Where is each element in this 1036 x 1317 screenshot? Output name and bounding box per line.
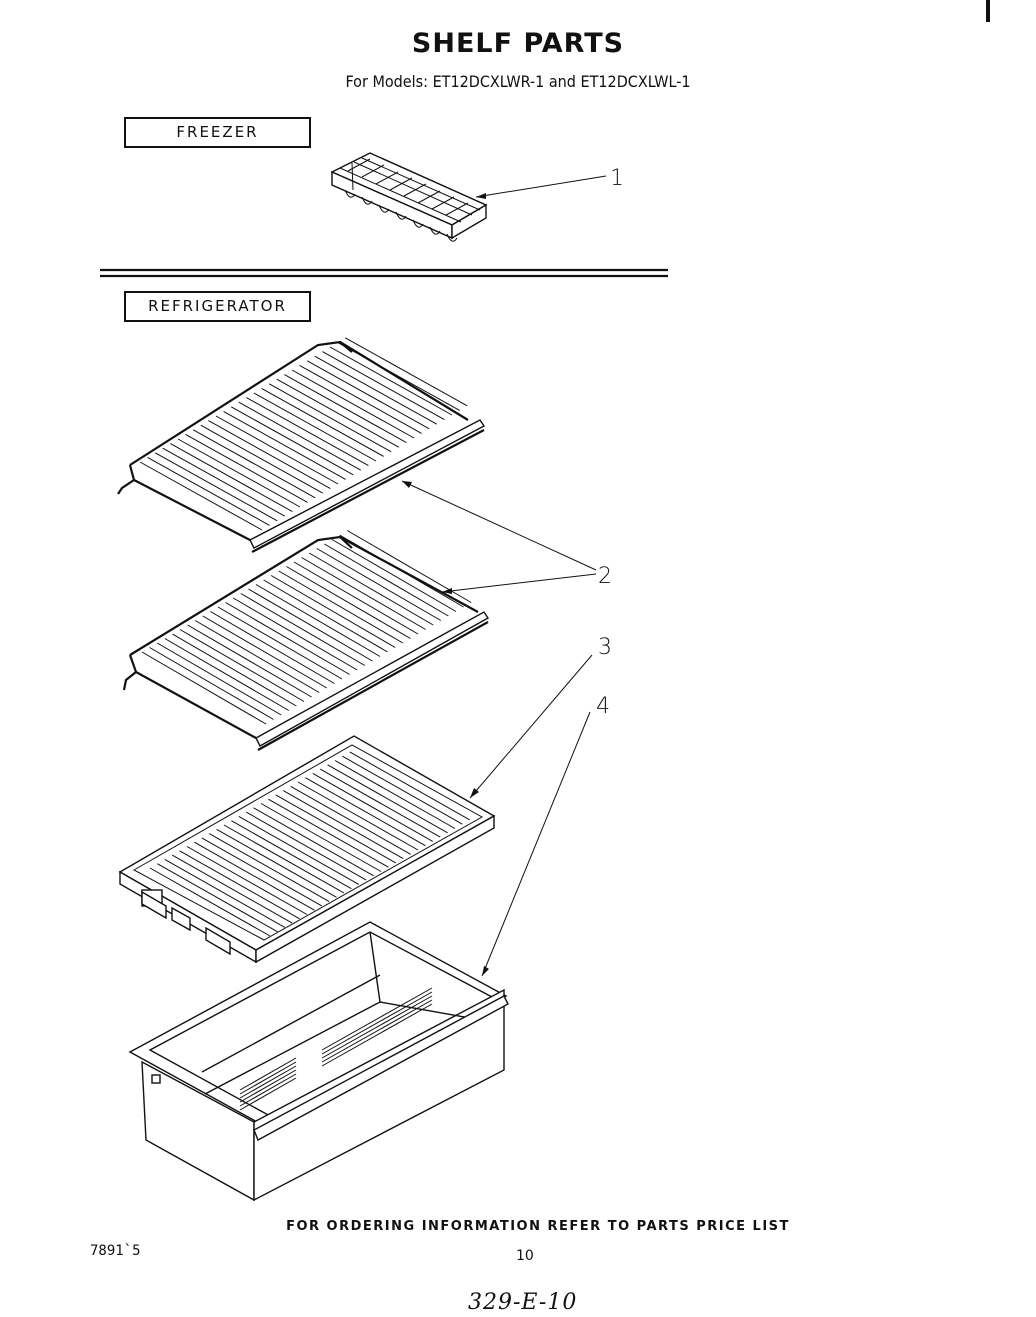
crisper-pan-part (128, 711, 591, 1202)
models-subtitle: For Models: ET12DCXLWR-1 and ET12DCXLWL-… (345, 72, 691, 91)
wire-shelf-upper (117, 337, 597, 571)
handwritten-note: 329-E-10 (468, 1290, 578, 1315)
page-number: 10 (516, 1248, 534, 1264)
callout-1: 1 (610, 166, 624, 191)
crisper-cover-part (118, 654, 593, 964)
document-number: 7891`5 (90, 1243, 141, 1259)
callout-3: 3 (598, 635, 612, 660)
callout-2: 2 (598, 564, 612, 589)
page-title: SHELF PARTS (411, 28, 625, 59)
ice-tray-part (330, 152, 607, 242)
section-divider (100, 268, 668, 278)
callout-4: 4 (596, 694, 610, 719)
ordering-note: FOR ORDERING INFORMATION REFER TO PARTS … (286, 1219, 790, 1234)
wire-shelf-lower (122, 530, 597, 751)
freezer-section-label: FREEZER (124, 117, 311, 148)
refrigerator-section-label: REFRIGERATOR (124, 291, 311, 322)
